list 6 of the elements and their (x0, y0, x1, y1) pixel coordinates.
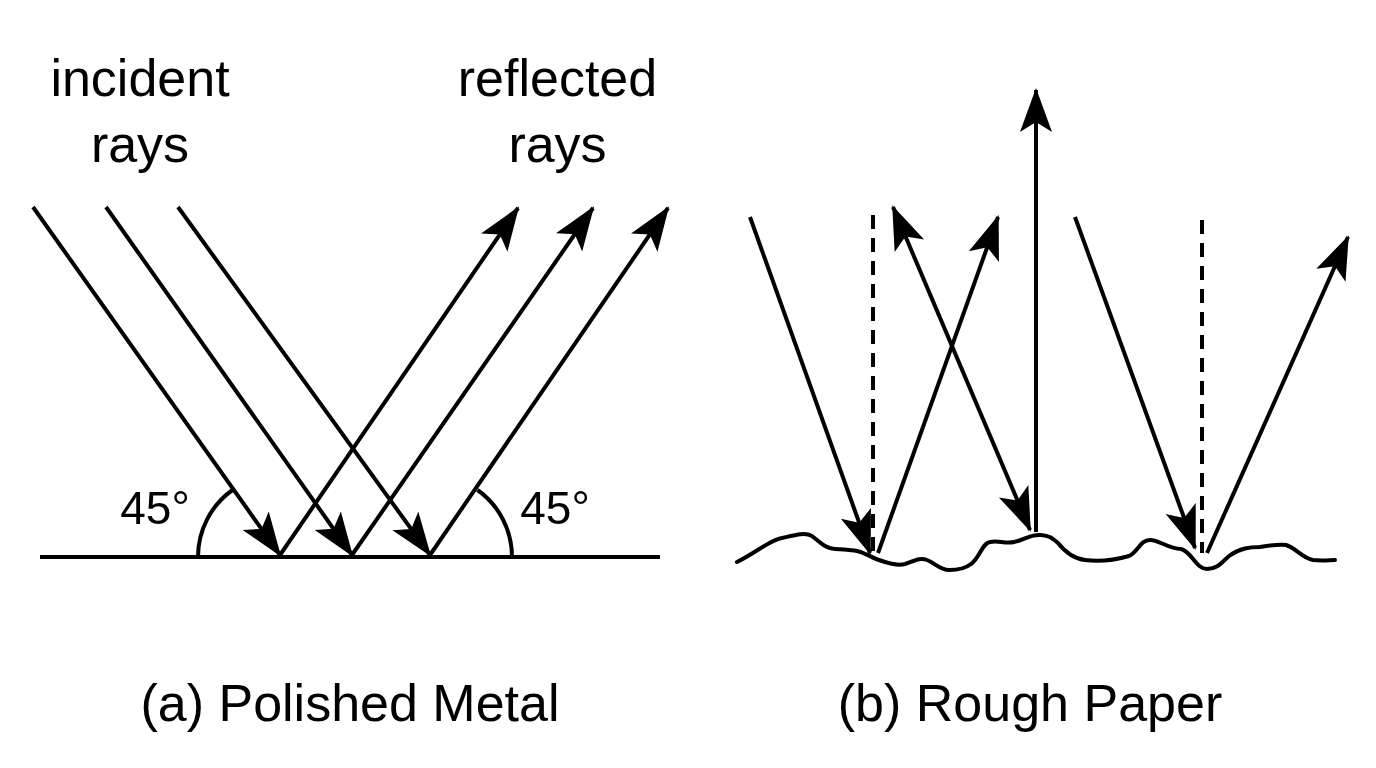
panel-caption: (a) Polished Metal (140, 674, 560, 732)
angle-label: 45° (120, 482, 190, 534)
panel-caption: (b) Rough Paper (837, 674, 1223, 732)
ray-group-label: incident rays (50, 49, 230, 173)
angle-label: 45° (520, 482, 590, 534)
ray-group-label: reflected rays (457, 49, 658, 173)
